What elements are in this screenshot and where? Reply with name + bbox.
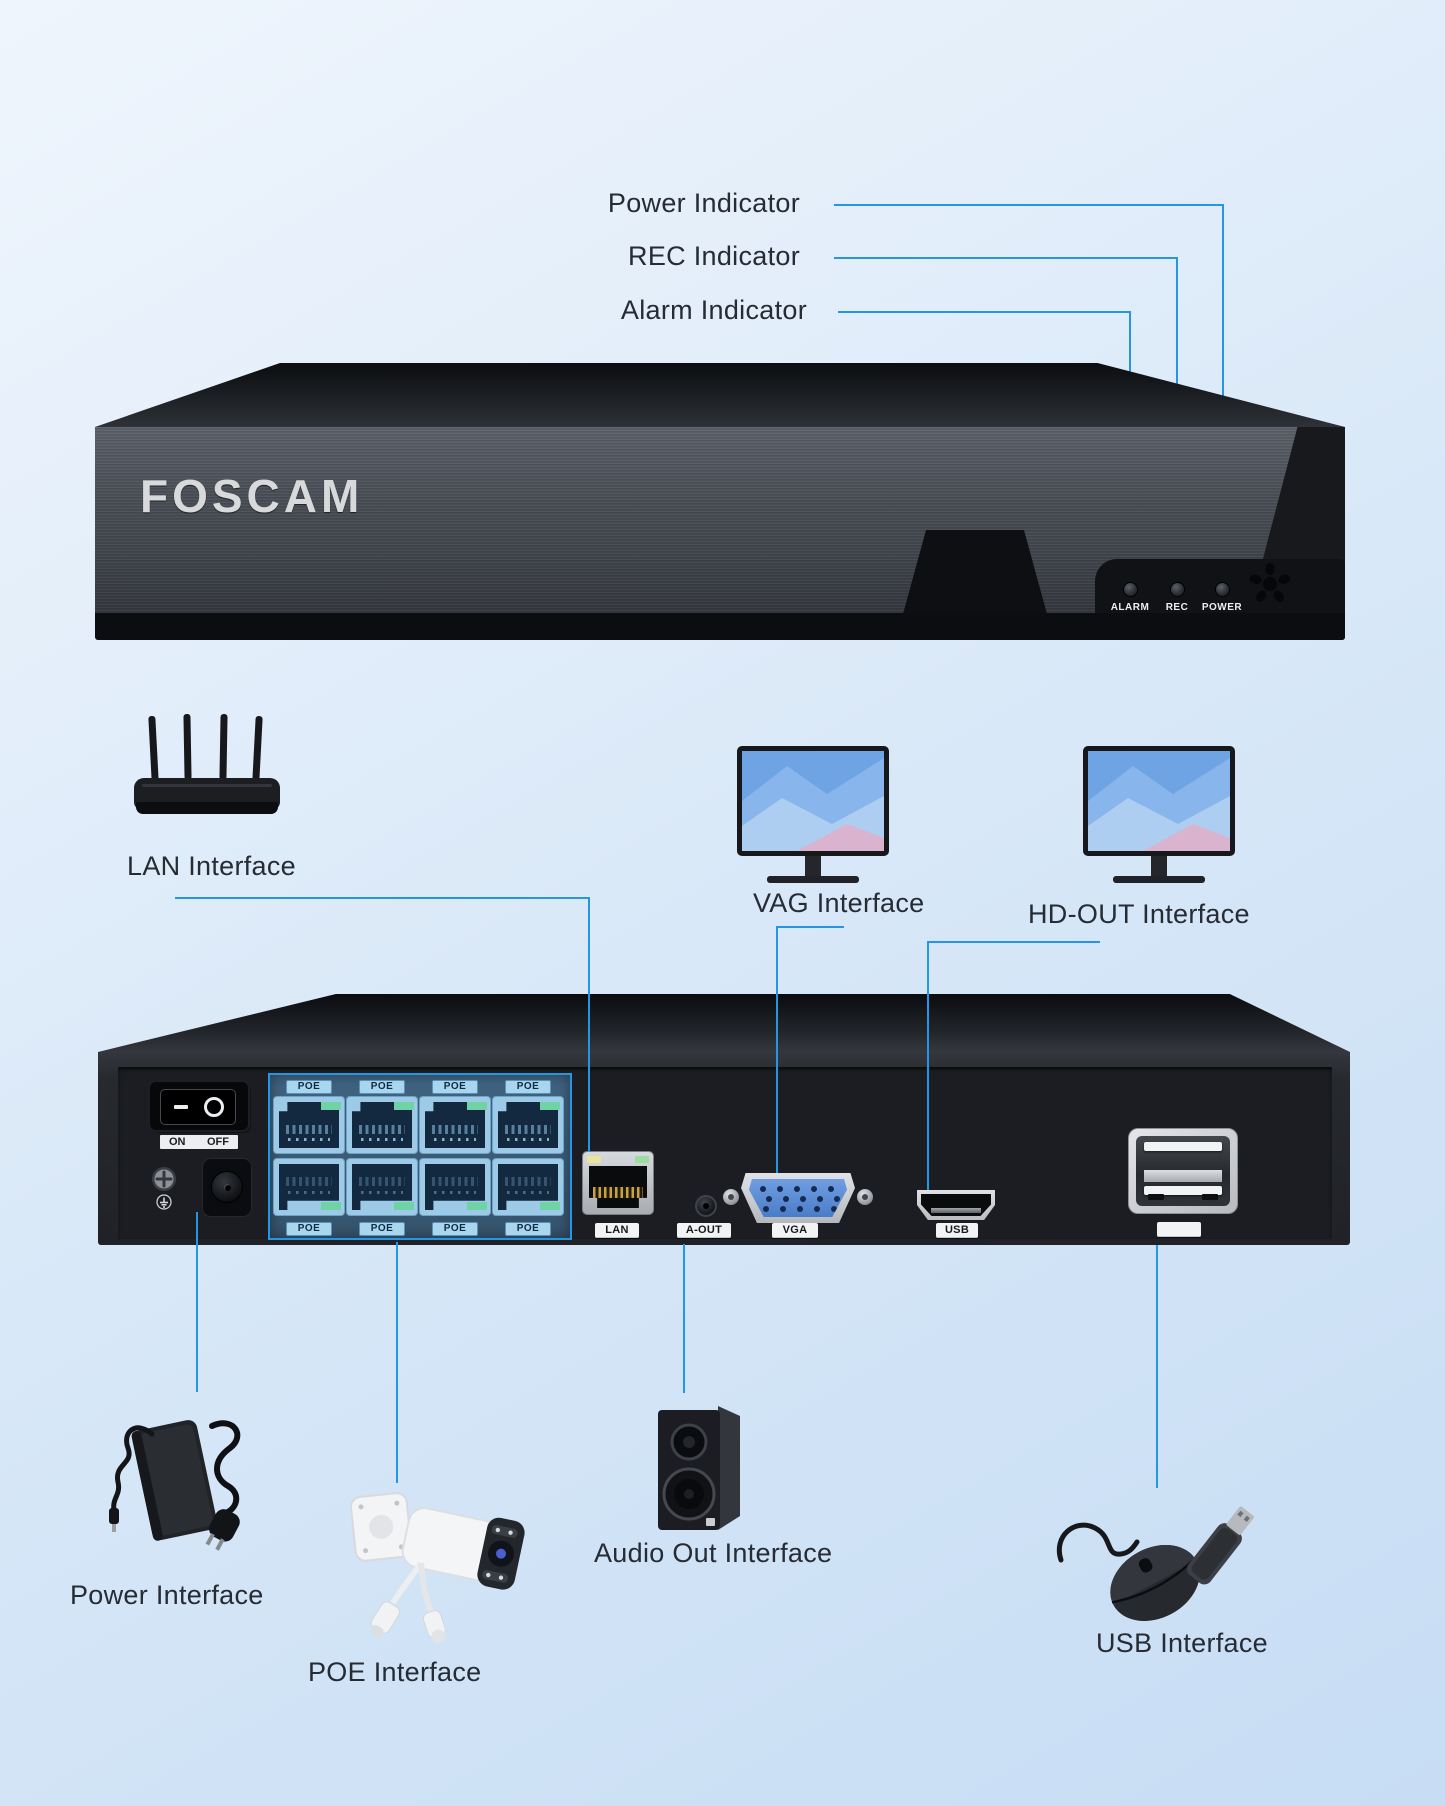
poe-port	[347, 1097, 417, 1153]
vga-shell	[741, 1173, 855, 1223]
power-led-dot	[1214, 582, 1230, 597]
vag-interface-label: VAG Interface	[753, 888, 925, 918]
alarm-led-label: ALARM	[1110, 602, 1150, 613]
poe-port	[493, 1159, 563, 1215]
blank-port-label	[1157, 1222, 1201, 1237]
aout-port-label: A-OUT	[677, 1223, 731, 1238]
nvr-front-bezel	[95, 613, 1345, 640]
callout-line-hdout	[929, 941, 1100, 943]
usb-ports	[1128, 1128, 1238, 1214]
audio-out-jack	[695, 1195, 717, 1217]
nvr-front-view: FOSCAM ALARM REC POWER	[95, 363, 1345, 640]
callout-line-vga	[778, 926, 844, 928]
usb-port-shelf	[1144, 1170, 1222, 1182]
switch-on-symbol	[174, 1105, 188, 1109]
callout-line-hdout	[927, 941, 929, 1190]
callout-line-rec	[834, 257, 1178, 259]
poe-port	[347, 1159, 417, 1215]
audio-speaker-icon	[658, 1406, 740, 1530]
vga-port-label: VGA	[772, 1223, 818, 1238]
hdout-monitor-icon	[1083, 746, 1235, 883]
vga-screw	[857, 1189, 873, 1205]
switch-off-label: OFF	[207, 1136, 229, 1148]
dc-jack-ring	[211, 1171, 243, 1203]
foscam-logo: FOSCAM	[140, 470, 364, 522]
audio-interface-label: Audio Out Interface	[594, 1538, 833, 1568]
front-callout-rec-label: REC Indicator	[628, 241, 800, 271]
hdout-interface-label: HD-OUT Interface	[1028, 899, 1250, 929]
rec-led-dot	[1169, 582, 1185, 597]
router-icon	[134, 714, 280, 814]
vga-monitor-icon	[737, 746, 889, 883]
poe-label: POE	[286, 1222, 332, 1236]
poe-label: POE	[286, 1080, 332, 1094]
usb-port-tongue	[1144, 1142, 1222, 1151]
poe-camera-icon	[350, 1492, 525, 1644]
lan-port-pins	[593, 1187, 643, 1198]
on-off-plate: ON OFF	[160, 1135, 238, 1149]
switch-on-label: ON	[169, 1136, 186, 1148]
front-callout-power-label: Power Indicator	[607, 188, 800, 218]
poe-label: POE	[359, 1080, 405, 1094]
poe-port-group: POE POE POE POE POE POE POE POE	[268, 1073, 572, 1240]
vga-port	[723, 1173, 873, 1223]
poe-port	[274, 1159, 344, 1215]
front-callout-alarm-label: Alarm Indicator	[620, 295, 807, 325]
power-switch	[150, 1082, 248, 1130]
poe-interface-label: POE Interface	[308, 1657, 482, 1687]
nvr-back-top-face	[98, 994, 1350, 1052]
usb-interface-label: USB Interface	[1096, 1628, 1268, 1658]
switch-off-symbol	[204, 1097, 224, 1117]
callout-line-power	[834, 204, 1224, 206]
power-led-label: POWER	[1201, 602, 1243, 613]
callout-line-vga	[776, 926, 778, 1173]
callout-line-lan	[588, 897, 590, 1152]
nvr-back-view: ON OFF POE POE POE POE	[98, 994, 1350, 1245]
poe-port	[420, 1097, 490, 1153]
power-switch-rocker	[160, 1089, 236, 1125]
poe-port	[274, 1097, 344, 1153]
rec-led-label: REC	[1165, 602, 1189, 613]
poe-port	[493, 1097, 563, 1153]
poe-label: POE	[432, 1080, 478, 1094]
power-adapter-icon	[109, 1420, 241, 1551]
lan-led-yellow	[587, 1156, 601, 1163]
callout-line-audio-interface	[683, 1244, 685, 1393]
dc-power-jack	[202, 1158, 252, 1217]
poe-port	[420, 1159, 490, 1215]
usb-port-tongue	[1144, 1186, 1222, 1195]
callout-line-usb-interface	[1156, 1245, 1158, 1488]
usb-port-label: USB	[936, 1223, 978, 1238]
alarm-led-dot	[1122, 582, 1138, 597]
callout-line-power	[1222, 204, 1224, 584]
mouse-and-usb-drive-icon	[1056, 1506, 1254, 1621]
dc-jack-pin	[224, 1184, 231, 1191]
power-led: POWER	[1190, 582, 1254, 613]
callout-line-power-interface	[196, 1212, 198, 1392]
lan-interface-label: LAN Interface	[127, 851, 296, 881]
usb-port-notch	[1202, 1194, 1218, 1200]
speaker-vent-icon	[1249, 563, 1291, 602]
poe-label: POE	[359, 1222, 405, 1236]
vga-screw	[723, 1189, 739, 1205]
lan-led-green	[635, 1156, 649, 1163]
nvr-front-top-face	[95, 363, 1345, 427]
poe-label: POE	[432, 1222, 478, 1236]
alarm-led: ALARM	[1098, 582, 1162, 613]
rec-led: REC	[1145, 582, 1209, 613]
lan-port-label: LAN	[595, 1223, 639, 1238]
hd-out-port	[917, 1190, 995, 1220]
usb-ports-cavity	[1136, 1136, 1230, 1206]
callout-line-alarm	[838, 311, 1131, 313]
ground-screw-icon	[152, 1167, 176, 1210]
poe-label: POE	[505, 1222, 551, 1236]
poe-label: POE	[505, 1080, 551, 1094]
callout-line-poe-interface	[396, 1242, 398, 1483]
vga-face	[749, 1179, 847, 1217]
nvr-front-notch	[903, 530, 1047, 614]
callout-line-lan	[175, 897, 590, 899]
lan-port	[583, 1152, 653, 1214]
usb-port-notch	[1148, 1194, 1164, 1200]
power-interface-label: Power Interface	[70, 1580, 264, 1610]
